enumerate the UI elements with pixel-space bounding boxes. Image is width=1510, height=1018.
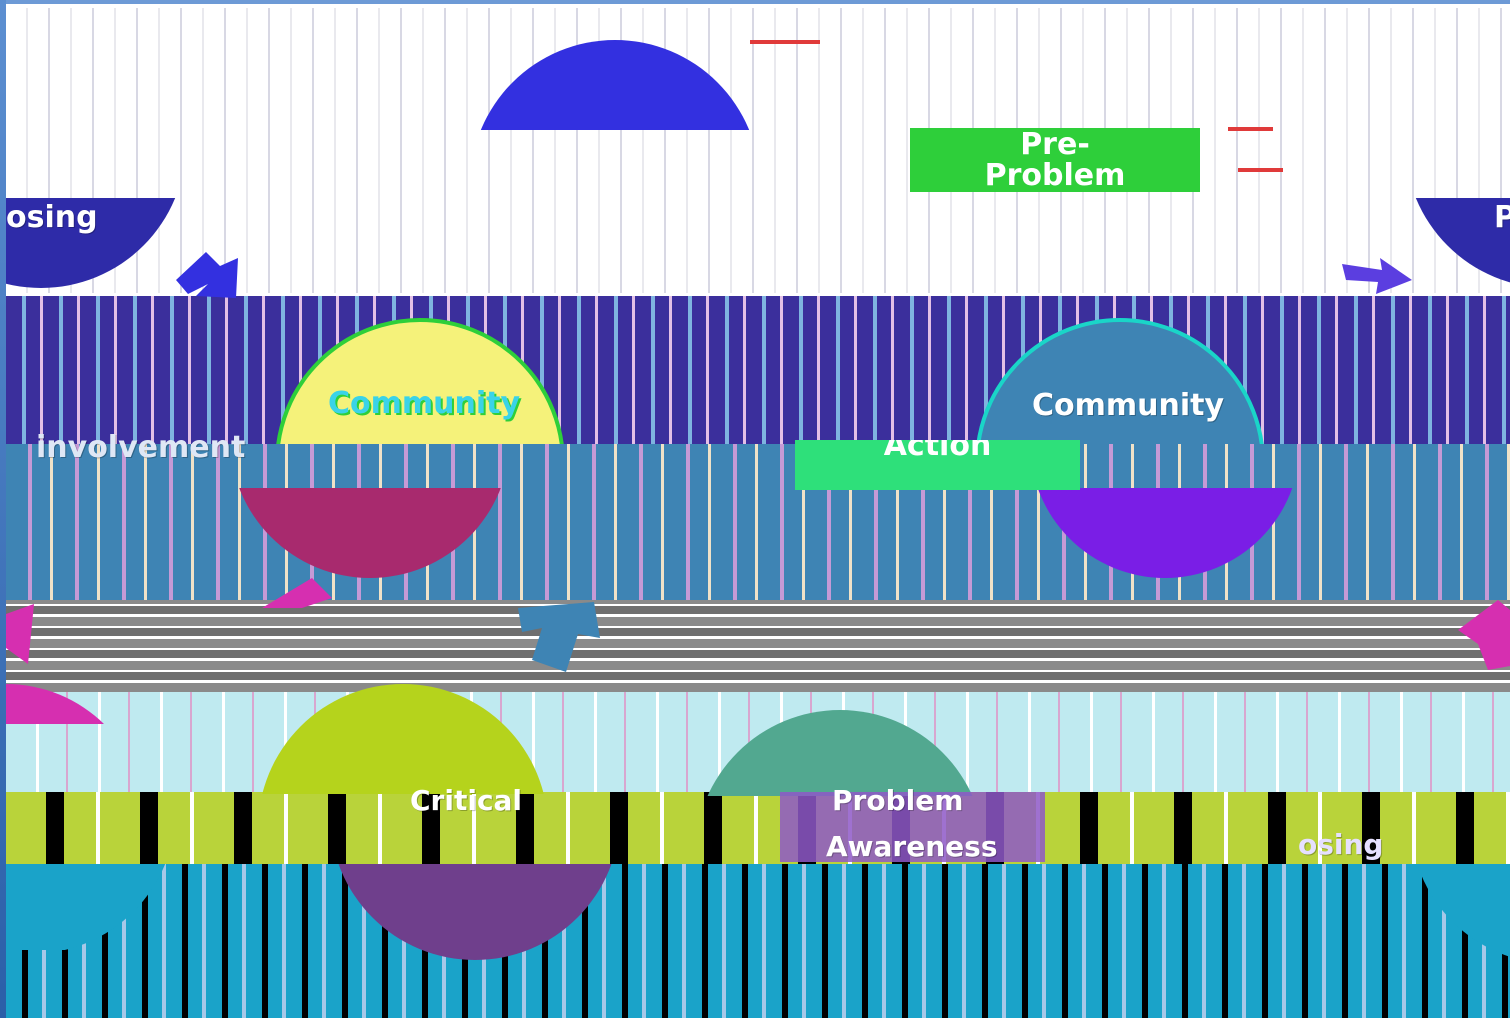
arrow-up-right-icon xyxy=(1458,600,1510,670)
left-blue-circle-clip xyxy=(6,198,181,294)
arrow-down-left-icon xyxy=(518,602,600,672)
critical-bottom-clip xyxy=(330,864,620,960)
red-dash-1 xyxy=(1228,127,1273,131)
background-band-cyan xyxy=(6,864,1510,1018)
community-right-label: Community xyxy=(1032,388,1225,423)
arrow-left-magenta-icon xyxy=(6,604,34,664)
involvement-label: involvement xyxy=(36,430,246,465)
background-band-top xyxy=(6,8,1510,293)
critical-top-clip xyxy=(258,684,548,794)
background-band-gray xyxy=(6,600,1510,692)
bottom-left-teal-circle xyxy=(6,864,176,950)
community-left-label: Community xyxy=(328,386,521,421)
background-band-navy xyxy=(6,296,1510,444)
osing-left-label: osing xyxy=(6,200,98,235)
community-right-circle-bottom xyxy=(1030,488,1300,578)
pre-problem-node: Pre- Problem xyxy=(910,128,1200,192)
pre-problem-label: Pre- Problem xyxy=(984,126,1126,193)
community-right-circle-top xyxy=(975,318,1265,444)
critical-circle-bottom xyxy=(330,864,620,960)
community-left-circle-bottom xyxy=(230,488,510,578)
bottom-left-teal-clip xyxy=(6,864,176,950)
critical-label: Critical xyxy=(410,784,523,817)
p-fragment-label: P xyxy=(1494,200,1510,235)
lower-left-magenta-clip xyxy=(6,684,146,724)
arrow-pink-small-icon xyxy=(262,578,332,608)
problem-band xyxy=(780,792,1045,862)
top-red-accent xyxy=(750,40,820,44)
right-blue-circle-clip xyxy=(1405,198,1510,294)
community-right-bottom-clip xyxy=(1030,488,1300,578)
problem-label: Problem xyxy=(832,784,964,817)
community-left-bottom-clip xyxy=(230,488,510,584)
top-blue-circle-clip xyxy=(470,40,760,130)
lower-left-magenta-circle xyxy=(6,684,146,724)
critical-circle-top xyxy=(258,684,548,794)
red-dash-2 xyxy=(1238,168,1283,172)
community-left-top-clip xyxy=(275,318,565,444)
awareness-label: Awareness xyxy=(826,830,998,863)
background-band-olive xyxy=(6,792,1510,864)
community-left-circle-top xyxy=(275,318,565,444)
problem-top-clip xyxy=(695,710,985,796)
arrow-right-down-icon xyxy=(176,252,238,298)
action-label: Action xyxy=(883,440,992,463)
top-blue-circle xyxy=(470,40,760,130)
arrow-right-icon xyxy=(1342,258,1412,294)
osing-right-label: osing xyxy=(1298,828,1384,861)
action-node: Action xyxy=(795,440,1080,490)
bottom-right-teal-clip xyxy=(1410,864,1510,964)
frame-left-border xyxy=(0,0,6,1018)
bottom-right-teal-circle xyxy=(1410,864,1510,964)
community-right-top-clip xyxy=(975,318,1265,444)
frame-top-border xyxy=(0,0,1510,4)
